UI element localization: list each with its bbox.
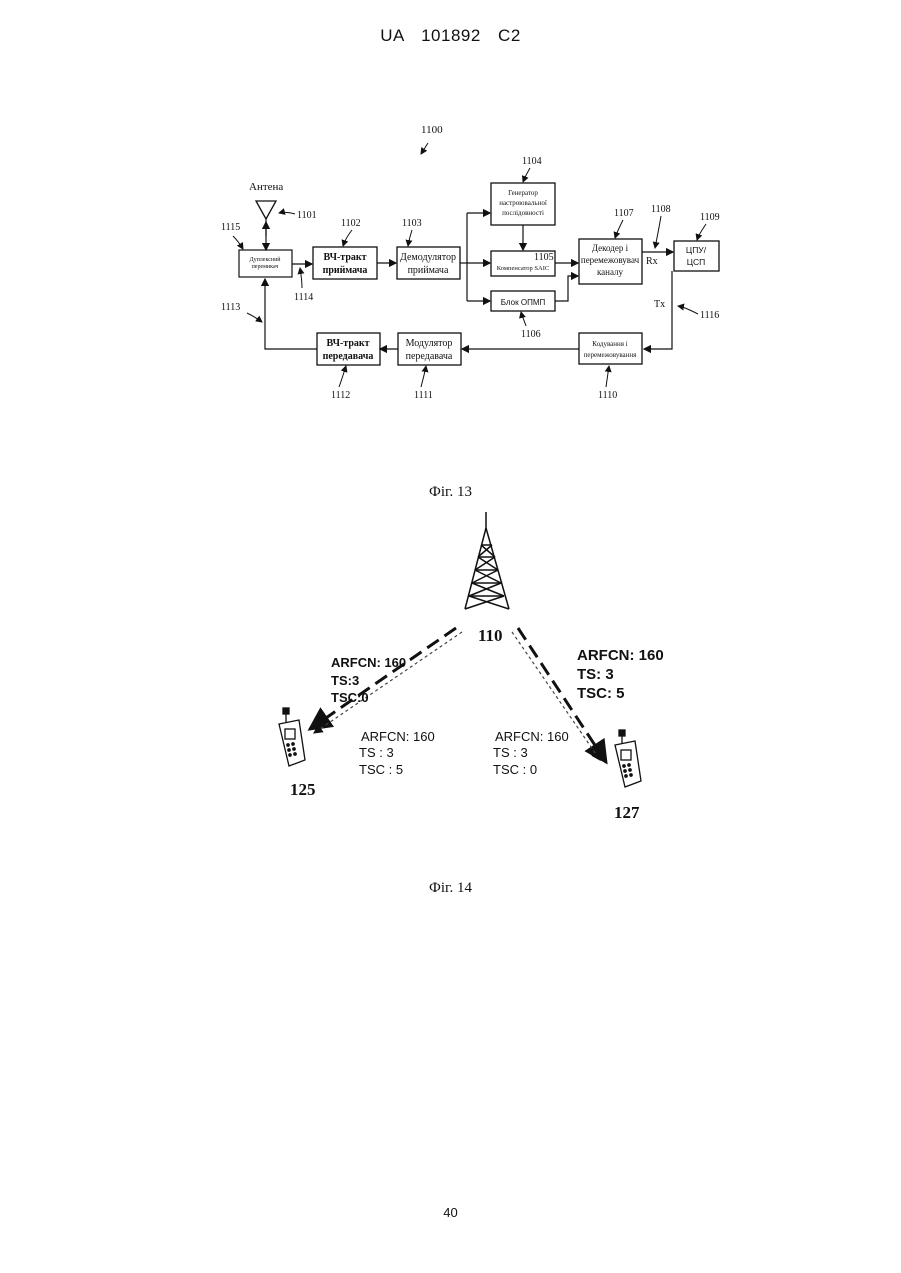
decoder-line-3: каналу: [597, 267, 624, 277]
figure-13-block-diagram: 1100 Антена 1101 Дуплексний перемикач 11…: [0, 0, 901, 480]
duplex-line-2: перемикач: [252, 264, 279, 270]
left-interf-ts: TS : 3: [359, 745, 394, 760]
mobile-phone-125-icon: [279, 708, 305, 766]
ref-1101: 1101: [297, 210, 317, 221]
figure-13-caption: Фіг. 13: [0, 484, 901, 501]
mobile-phone-127-icon: [615, 730, 641, 787]
rx-rf-line-2: приймача: [323, 265, 368, 276]
left-link-tsc: TSC:0: [331, 690, 369, 705]
gen-line-1: Генератор: [508, 189, 538, 197]
ref-1103: 1103: [402, 218, 422, 229]
antenna-icon: [256, 201, 276, 250]
phone-ref-125: 125: [290, 780, 316, 799]
left-interf-arfcn: ARFCN: 160: [361, 729, 435, 744]
ref-1108: 1108: [651, 204, 671, 215]
gen-line-2: настроювальної: [499, 199, 547, 207]
cpu-line-1: ЦПУ/: [686, 245, 707, 255]
saic-label: Компенсатор SAIC: [497, 265, 549, 272]
mod-line-1: Модулятор: [406, 338, 453, 349]
demod-line-1: Демодулятор: [400, 252, 456, 263]
left-link-arfcn: ARFCN: 160: [331, 655, 406, 670]
left-interf-tsc: TSC : 5: [359, 762, 403, 777]
base-station-tower-icon: [465, 512, 509, 609]
ref-1112: 1112: [331, 390, 350, 401]
ref-1105: 1105: [534, 252, 554, 263]
coder-line-2: перемежовування: [584, 351, 638, 359]
coder-line-1: Кодування і: [592, 340, 627, 348]
right-link-arfcn: ARFCN: 160: [577, 647, 664, 664]
left-link-ts: TS:3: [331, 673, 359, 688]
ref-1100-arrow: [421, 143, 428, 154]
ref-1109: 1109: [700, 212, 720, 223]
cpu-line-2: ЦСП: [687, 257, 706, 267]
demod-line-2: приймача: [408, 265, 449, 276]
right-link-tsc: TSC: 5: [577, 685, 625, 702]
ref-1111: 1111: [414, 390, 433, 401]
decoder-line-2: перемежовувач: [581, 255, 640, 265]
right-interf-ts: TS : 3: [493, 745, 528, 760]
tower-ref-110: 110: [478, 626, 503, 645]
ref-1116: 1116: [700, 310, 719, 321]
antenna-label: Антена: [249, 181, 283, 193]
right-interf-arfcn: ARFCN: 160: [495, 729, 569, 744]
ref-1113: 1113: [221, 302, 240, 313]
right-interf-tsc: TSC : 0: [493, 762, 537, 777]
ref-1115: 1115: [221, 222, 240, 233]
opmp-label: Блок ОПМП: [501, 298, 546, 307]
page-number: 40: [0, 1205, 901, 1220]
ref-1106: 1106: [521, 329, 541, 340]
right-link-ts: TS: 3: [577, 666, 614, 683]
ref-1102: 1102: [341, 218, 361, 229]
ref-1114: 1114: [294, 292, 313, 303]
tx-rf-line-1: ВЧ-тракт: [326, 338, 369, 349]
decoder-line-1: Декодер і: [592, 243, 629, 253]
coding-interleaving-block: [579, 333, 642, 364]
phone-ref-127: 127: [614, 803, 640, 822]
rx-rf-line-1: ВЧ-тракт: [323, 252, 366, 263]
rx-label: Rx: [646, 256, 658, 267]
tx-label: Tx: [654, 299, 665, 310]
gen-line-3: послідовності: [502, 209, 544, 217]
ref-1110: 1110: [598, 390, 617, 401]
ref-1107: 1107: [614, 208, 634, 219]
ref-1104: 1104: [522, 156, 542, 167]
duplex-line-1: Дуплексний: [249, 256, 281, 263]
figure-14-caption: Фіг. 14: [0, 880, 901, 897]
figure-14-network-diagram: 110 125 127 ARFCN: 160 TS:3 TSC:0 ARFCN:: [0, 500, 901, 870]
ref-1100: 1100: [421, 124, 443, 136]
tx-rf-line-2: передавача: [323, 351, 374, 362]
mod-line-2: передавача: [406, 351, 453, 362]
